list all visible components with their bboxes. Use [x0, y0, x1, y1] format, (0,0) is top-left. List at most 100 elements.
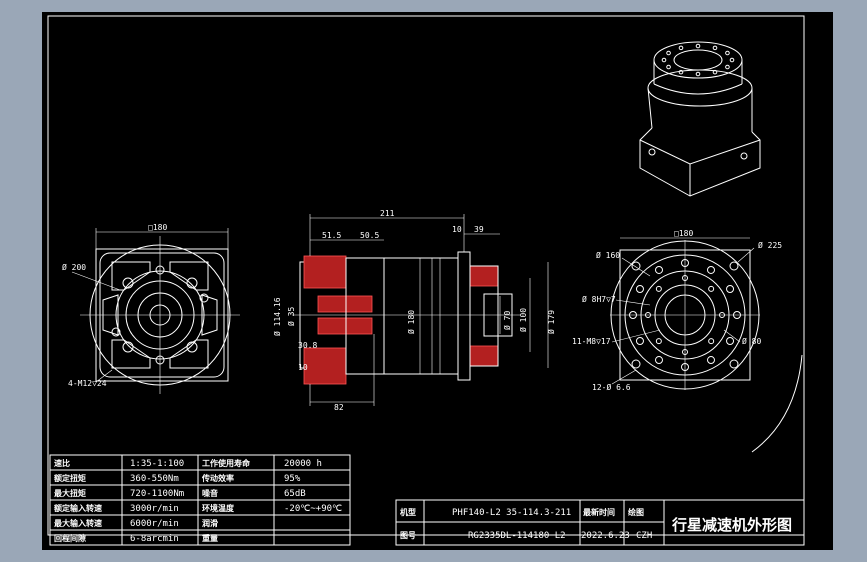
right-corner-hole-2	[729, 261, 739, 271]
right-bolt-hole	[655, 356, 663, 365]
right-holes-b-dim: 11-M8▽17	[572, 337, 611, 346]
spec-label: 回程间隙	[54, 533, 86, 543]
right-dia80-leader	[723, 329, 741, 343]
right-inner-hole	[655, 285, 662, 292]
iso-top-bottom	[653, 83, 743, 95]
spec-value: 6-8arcmin	[130, 534, 179, 544]
spec-label2: 工作使用寿命	[202, 458, 251, 468]
title-value-date: 2022.6.23	[581, 531, 630, 541]
section-hatch-shaft	[317, 295, 373, 313]
iso-top-holes	[661, 43, 735, 77]
section-hatch-out-bottom	[469, 345, 499, 367]
side-dia1146-dim: Ø 114.16	[272, 297, 282, 336]
iso-top-hole	[712, 69, 718, 75]
title-label-date: 最新时间	[583, 507, 615, 517]
side-515-dim: 51.5	[322, 231, 341, 240]
right-dia160-dim: Ø 160	[596, 250, 620, 260]
side-82-dim: 82	[334, 403, 344, 412]
left-pocket-2	[169, 261, 209, 291]
right-dia225-dim: Ø 225	[758, 240, 782, 250]
left-hole-3	[122, 341, 134, 353]
right-corner-hole-4	[729, 359, 739, 369]
right-bolt-hole	[707, 356, 715, 365]
right-bolt-hole	[726, 285, 735, 293]
spec-value: 3000r/min	[130, 504, 179, 514]
left-pocket-6	[201, 294, 218, 336]
iso-top-hole	[666, 50, 671, 56]
spec-value: 6000r/min	[130, 519, 179, 529]
iso-top-hole	[712, 45, 718, 51]
spec-value2: 65dB	[284, 489, 306, 499]
side-dia100-dim: Ø 100	[518, 308, 528, 332]
spec-value2: 20000 h	[284, 459, 322, 469]
right-corner-hole-1	[631, 261, 641, 271]
section-hatch-bottom	[303, 347, 347, 385]
left-holes-leader	[95, 369, 113, 383]
side-dia180-dim: Ø 180	[406, 310, 416, 334]
left-view: □180 Ø 200 4-M12▽24	[62, 223, 240, 394]
left-hole-6	[111, 327, 121, 337]
side-39-dim: 39	[474, 225, 484, 234]
right-holes-a-dim: Ø 8H7▽7	[582, 294, 616, 304]
side-housing-b	[383, 257, 459, 375]
section-hatch-top	[303, 255, 347, 289]
spec-label: 额定输入转速	[54, 503, 102, 513]
title-block: 机型 PHF140-L2 35-114.3-211 最新时间 绘图 图号 RG2…	[395, 499, 805, 546]
right-holes-b-leader	[611, 329, 661, 343]
spec-value2: 95%	[284, 474, 301, 484]
right-bolt-hole	[635, 337, 644, 345]
iso-top-hole	[678, 45, 684, 51]
right-bolt-hole	[635, 285, 644, 293]
left-pocket-1	[111, 261, 151, 291]
right-holes-a-leader	[615, 299, 651, 306]
spec-label2: 环境温度	[202, 503, 235, 513]
iso-top-hole	[661, 57, 667, 63]
section-hatch-out-top	[469, 265, 499, 287]
drawing-title: 行星减速机外形图	[671, 516, 792, 534]
iso-base	[639, 127, 761, 197]
iso-top-hole	[695, 71, 701, 77]
right-square-dim: □180	[674, 229, 693, 238]
right-bolt-hole	[655, 265, 663, 274]
right-view: □180 Ø 225 Ø 160 Ø 8H7▽7 11-M8▽17 Ø 80 1…	[572, 229, 782, 392]
side-output-body	[469, 265, 499, 367]
iso-top-hole	[725, 64, 730, 70]
title-value-drawer: CZH	[636, 531, 652, 541]
side-505-dim: 50.5	[360, 231, 379, 240]
iso-top-hole	[678, 69, 684, 75]
left-hole-5	[199, 293, 209, 303]
spec-value: 360-550Nm	[130, 474, 179, 484]
title-value-code: RG2335DL-114180 L2	[468, 531, 566, 541]
right-bolt-hole	[726, 337, 735, 345]
spec-label2: 重量	[202, 533, 218, 543]
right-inner-hole	[708, 285, 715, 292]
side-dia179-dim: Ø 179	[546, 310, 556, 334]
side-section-view: 211 51.5 50.5 10 39 Ø 114.16 Ø 35 Ø 180 …	[272, 209, 556, 412]
left-pocket-5	[102, 294, 119, 336]
left-pocket-3	[111, 339, 151, 369]
right-inner-hole	[708, 338, 715, 345]
spec-value: 1:35-1:100	[130, 459, 184, 469]
iso-base-top-edge	[639, 139, 761, 165]
inner-frame	[47, 15, 805, 536]
decorative-arc	[751, 354, 803, 453]
right-holes-c-dim: 12-Ø 6.6	[592, 382, 631, 392]
left-hole-1	[122, 277, 134, 289]
drawing-sheet	[42, 12, 833, 550]
spec-label2: 传动效率	[201, 473, 234, 483]
spec-label2: 噪音	[202, 488, 218, 498]
spec-value2: -20℃~+90℃	[284, 504, 342, 514]
spec-value: 720-1100Nm	[130, 489, 184, 499]
side-dia35-dim: Ø 35	[286, 307, 296, 326]
side-output-flange	[457, 251, 471, 381]
iso-top-hole	[695, 43, 701, 49]
right-inner-hole	[655, 338, 662, 345]
side-dia70-dim: Ø 70	[502, 311, 512, 330]
title-label-code: 图号	[400, 531, 416, 540]
right-dia225-leader	[737, 247, 755, 263]
title-label-drawer: 绘图	[628, 507, 644, 517]
side-housing-a	[345, 257, 385, 375]
